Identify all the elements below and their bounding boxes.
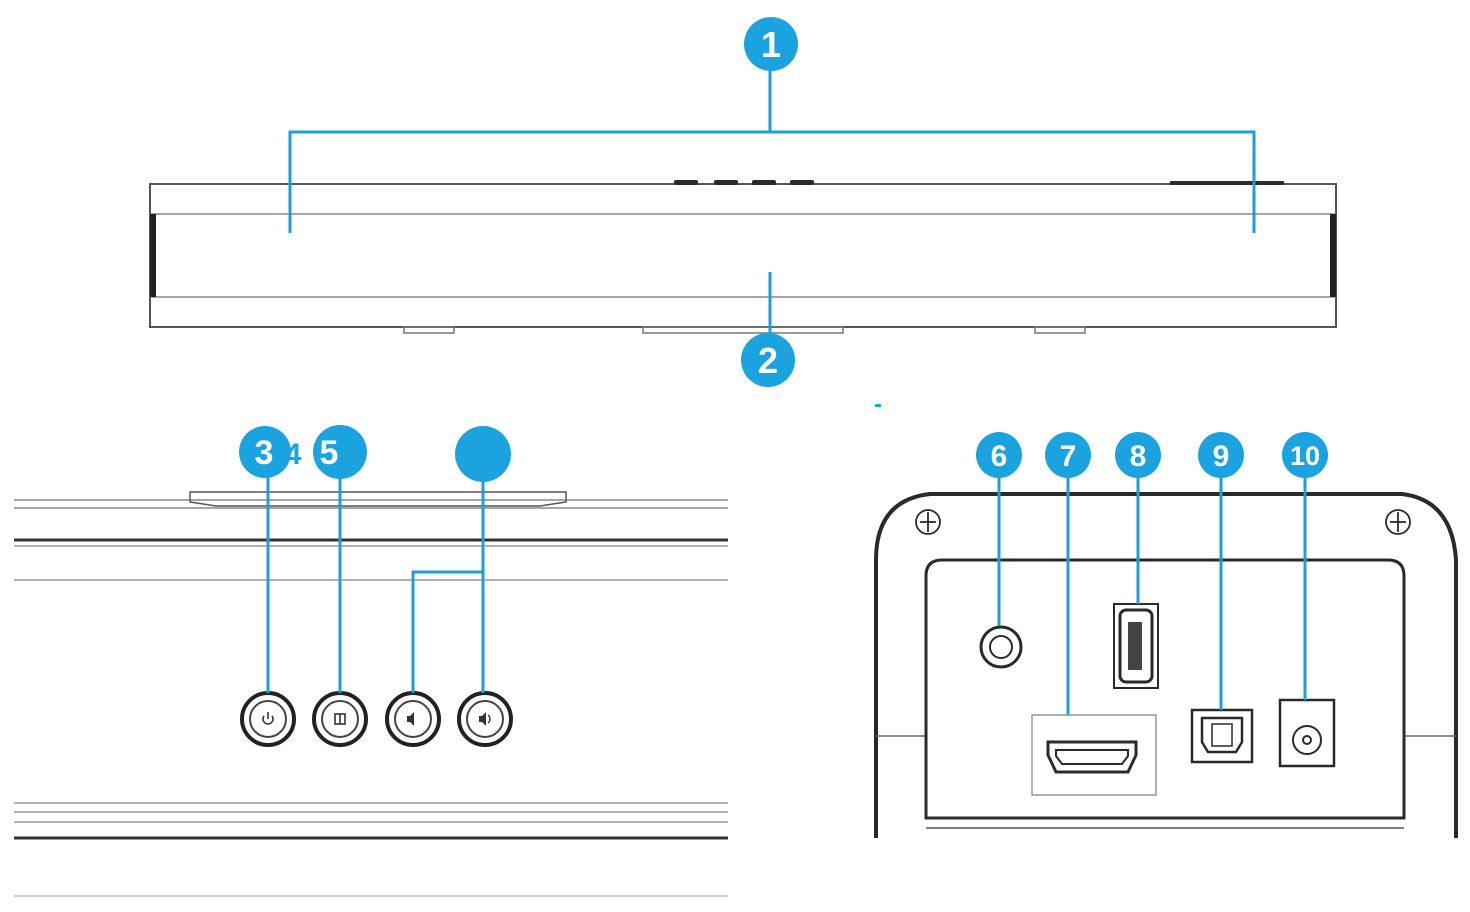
svg-text:2: 2 <box>758 340 778 381</box>
port-panel-view <box>874 492 1458 838</box>
callout-9: 9 <box>1198 432 1244 478</box>
optical-port-icon <box>1190 708 1254 764</box>
svg-text:8: 8 <box>1130 440 1147 473</box>
soundbar-right-cap <box>1330 214 1336 297</box>
svg-text:6: 6 <box>991 440 1008 473</box>
button-callout-leaders <box>266 470 485 693</box>
svg-text:10: 10 <box>1290 441 1320 471</box>
volume-down-icon <box>407 712 414 726</box>
callout-1: 1 <box>744 17 798 71</box>
soundbar-top-vent <box>1170 181 1284 185</box>
callout-5: 5 <box>313 425 367 479</box>
port-callout-leaders <box>997 470 1307 715</box>
source-icon <box>334 713 346 725</box>
hdmi-port <box>1031 714 1157 796</box>
callout-volume-blank <box>455 426 511 482</box>
callout-1-bracket <box>288 64 1256 233</box>
button-panel-view <box>14 491 728 897</box>
callout-2: 2 <box>741 333 795 387</box>
callout-6: 6 <box>976 432 1022 478</box>
usb-port-icon <box>1113 603 1159 689</box>
svg-text:1: 1 <box>761 24 781 65</box>
svg-text:9: 9 <box>1213 440 1230 473</box>
dc-power-port <box>1278 698 1336 768</box>
port-panel-housing <box>874 492 1458 838</box>
callout-3: 3 <box>239 426 291 478</box>
volume-down-button <box>385 691 441 747</box>
power-icon <box>262 712 274 725</box>
soundbar-left-cap <box>150 214 156 297</box>
source-button <box>312 691 368 747</box>
housing-screws <box>915 509 1411 535</box>
svg-text:5: 5 <box>320 434 339 472</box>
volume-up-button <box>457 691 513 747</box>
optical-port <box>1190 708 1254 764</box>
usb-port <box>1113 603 1159 689</box>
soundbar-front-view <box>149 180 1337 334</box>
callout-8: 8 <box>1115 432 1161 478</box>
power-button <box>240 691 296 747</box>
svg-text:7: 7 <box>1060 440 1077 473</box>
stray-mark <box>875 404 881 407</box>
svg-text:3: 3 <box>255 434 274 472</box>
aux-jack-icon <box>979 625 1023 669</box>
aux-jack-port <box>979 625 1023 669</box>
volume-up-icon <box>479 712 491 726</box>
callout-10: 10 <box>1282 432 1328 478</box>
callout-7: 7 <box>1045 432 1091 478</box>
button-panel-top-bar <box>189 491 567 507</box>
port-panel-recess <box>924 558 1406 820</box>
soundbar-body <box>149 183 1337 328</box>
hdmi-port-icon <box>1046 740 1138 774</box>
dc-power-icon <box>1278 698 1336 768</box>
soundbar-feet <box>403 326 1086 334</box>
soundbar-top-buttons <box>674 180 814 185</box>
